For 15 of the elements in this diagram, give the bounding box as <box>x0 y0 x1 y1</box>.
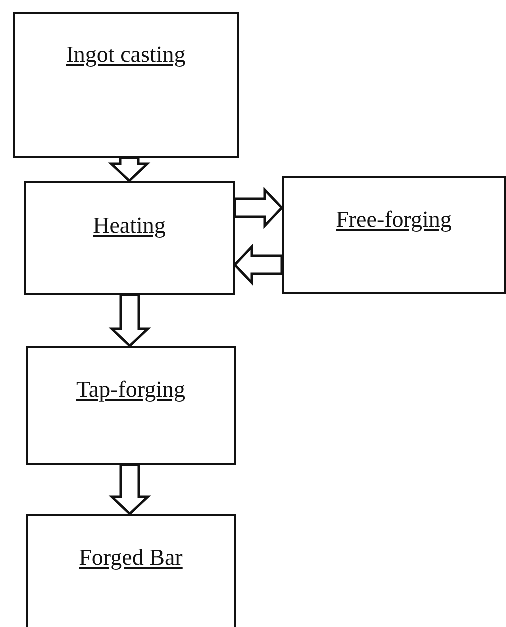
block-arrow <box>108 294 152 348</box>
process-box <box>26 514 236 627</box>
block-arrow <box>108 156 151 183</box>
step-label: Free-forging <box>336 207 452 232</box>
block-arrow <box>234 186 284 230</box>
process-box <box>24 181 235 295</box>
block-arrow <box>233 244 284 286</box>
step-label: Tap-forging <box>76 377 186 402</box>
process-box <box>282 176 506 294</box>
process-box <box>26 346 236 465</box>
block-arrow <box>108 464 152 516</box>
step-label: Heating <box>93 213 166 238</box>
process-box <box>13 12 239 158</box>
step-label: Ingot casting <box>66 42 186 67</box>
step-label: Forged Bar <box>79 545 183 570</box>
